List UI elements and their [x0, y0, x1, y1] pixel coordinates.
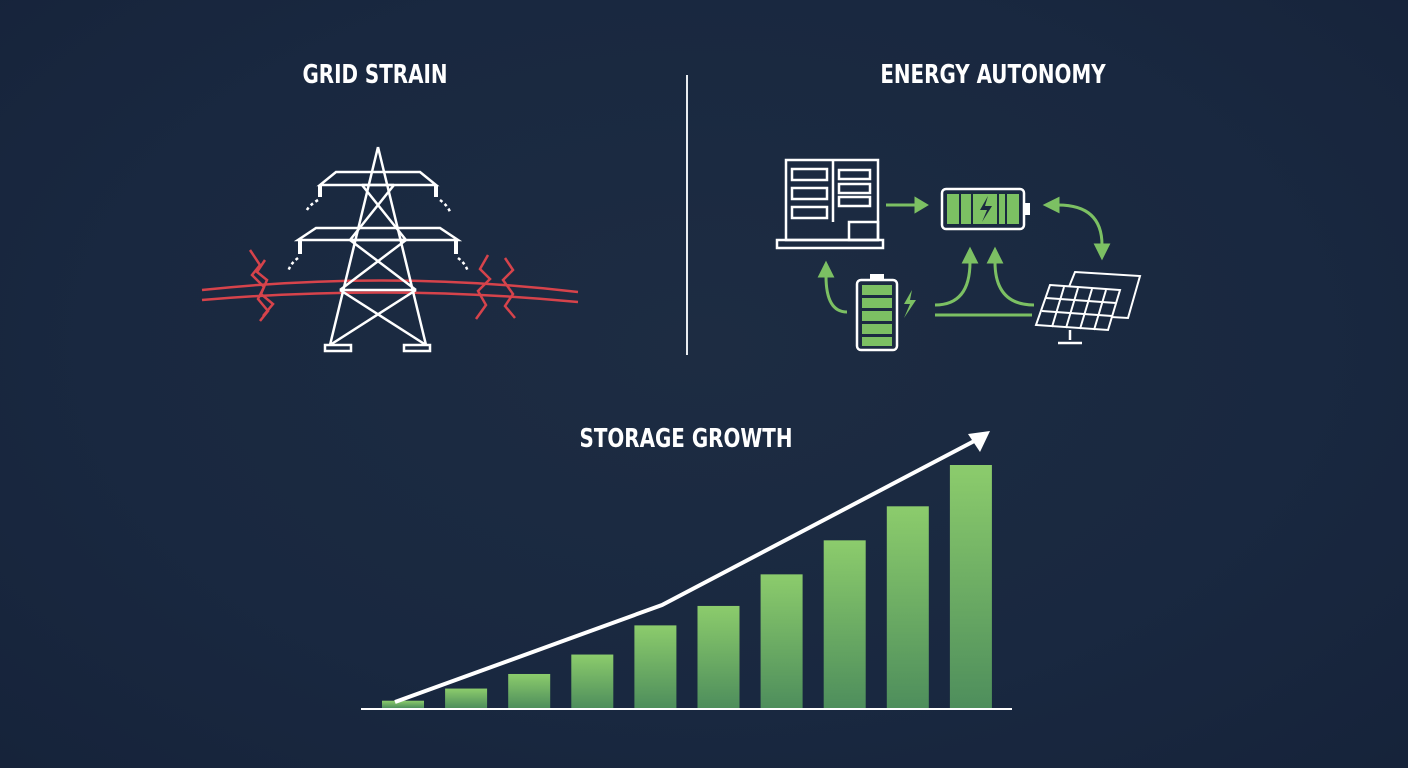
energy-flow-arrows: [817, 196, 1111, 317]
transmission-tower-icon: [286, 146, 470, 353]
bar-9: [886, 506, 929, 708]
energy-autonomy-title: ENERGY AUTONOMY: [880, 60, 1106, 90]
storage-bars: [382, 465, 992, 708]
server-building-icon: [775, 158, 885, 250]
strained-power-lines: [201, 249, 579, 322]
bar-7: [760, 574, 803, 708]
solar-panel-icon: [1034, 270, 1142, 345]
trend-arrow-line: [394, 436, 981, 704]
bar-8: [823, 540, 866, 708]
bar-3: [508, 673, 551, 708]
bar-10: [949, 465, 992, 708]
bar-6: [697, 605, 740, 708]
storage-growth-title: STORAGE GROWTH: [579, 424, 793, 454]
bar-5: [634, 625, 677, 708]
trend-arrow-head: [968, 431, 990, 452]
bar-4: [571, 654, 614, 708]
bar-1: [382, 700, 424, 708]
lightning-icon: [980, 196, 992, 222]
grid-strain-title: GRID STRAIN: [302, 60, 448, 90]
battery-charging-icon: [940, 187, 1030, 231]
battery-full-icon: [855, 274, 916, 352]
bar-2: [445, 688, 488, 708]
